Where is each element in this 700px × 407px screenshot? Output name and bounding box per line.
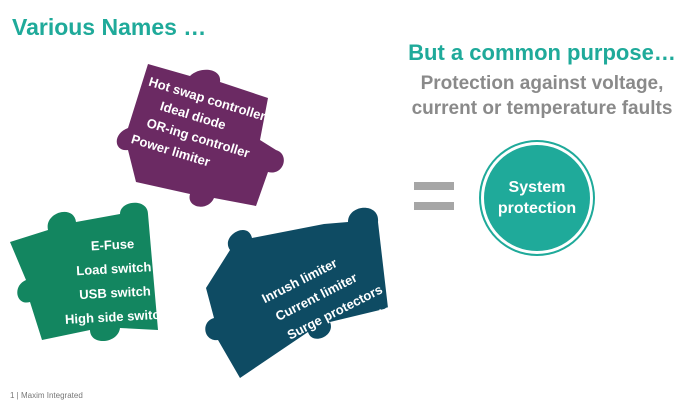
green-piece-labels: E-Fuse Load switch USB switch High side …: [60, 231, 169, 332]
equals-bar-bottom: [414, 202, 454, 210]
subline-1: Protection against voltage,: [420, 73, 664, 94]
slide-title: Various Names …: [12, 14, 207, 40]
green-puzzle-piece: [10, 202, 158, 342]
result-line-1: System: [508, 179, 566, 196]
result-line-2: protection: [497, 200, 577, 217]
system-protection-circle: System protection: [484, 145, 590, 251]
equals-sign-icon: [414, 180, 454, 214]
equals-bar-top: [414, 182, 454, 190]
blue-puzzle-piece: [205, 207, 388, 378]
footer-text: 1 | Maxim Integrated: [10, 391, 83, 400]
headline: But a common purpose…: [408, 40, 676, 65]
purple-puzzle-piece: [116, 64, 284, 207]
subline-2: current or temperature faults: [411, 98, 673, 119]
